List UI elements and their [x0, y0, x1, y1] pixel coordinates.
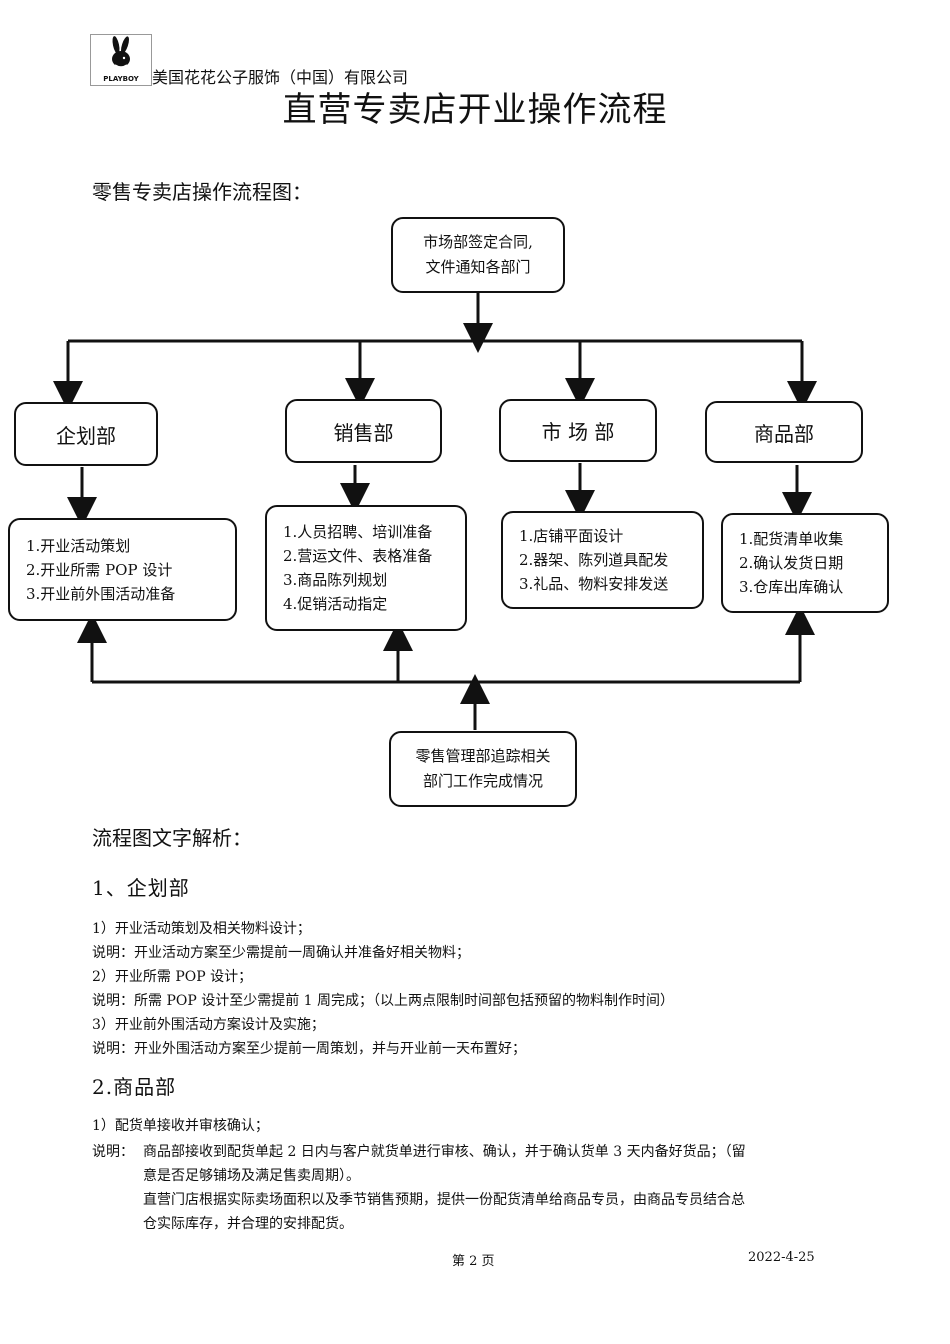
contract-node-line-1: 市场部签定合同,: [423, 233, 533, 251]
contract-node: 市场部签定合同, 文件通知各部门: [391, 217, 565, 293]
task-item: 2.器架、陈列道具配发: [519, 551, 669, 569]
tracking-node-line-1: 零售管理部追踪相关: [415, 747, 551, 765]
task-item: 2.确认发货日期: [739, 554, 844, 572]
analysis-heading: 流程图文字解析：: [92, 826, 252, 850]
task-item: 1.开业活动策划: [26, 536, 131, 555]
task-item: 1.人员招聘、培训准备: [283, 523, 433, 541]
market-tasks: 1.店铺平面设计 2.器架、陈列道具配发 3.礼品、物料安排发送: [501, 511, 704, 609]
dept-market: 市 场 部: [499, 399, 657, 462]
section1-line: 3）开业前外围活动方案设计及实施；: [92, 1017, 325, 1033]
section1-heading: 1、企划部: [92, 876, 190, 900]
dept-merchandise: 商品部: [705, 401, 863, 463]
company-name: 美国花花公子服饰（中国）有限公司: [152, 68, 409, 87]
merchandise-tasks: 1.配货清单收集 2.确认发货日期 3.仓库出库确认: [721, 513, 889, 613]
section2-item: 1）配货单接收并审核确认；: [92, 1118, 269, 1134]
section2-para-line: 意是否足够铺场及满足售卖周期）。: [143, 1168, 360, 1184]
task-item: 2.营运文件、表格准备: [283, 547, 433, 565]
task-item: 2.开业所需 POP 设计: [26, 560, 173, 579]
task-item: 3.商品陈列规划: [283, 571, 388, 589]
section2-para-line: 商品部接收到配货单起 2 日内与客户就货单进行审核、确认，并于确认货单 3 天内…: [143, 1144, 746, 1160]
task-item: 4.促销活动指定: [283, 595, 388, 613]
task-item: 3.仓库出库确认: [739, 578, 844, 596]
section1-line: 说明：开业活动方案至少需提前一周确认并准备好相关物料；: [92, 945, 470, 961]
section1-line: 1）开业活动策划及相关物料设计；: [92, 921, 311, 937]
footer-date: 2022-4-25: [748, 1250, 815, 1265]
task-item: 1.配货清单收集: [739, 530, 844, 548]
bunny-logo-icon: [112, 36, 130, 68]
company-logo: PLAYBOY: [90, 34, 152, 86]
dept-sales: 销售部: [285, 399, 442, 463]
retail-tracking-node: 零售管理部追踪相关 部门工作完成情况: [389, 731, 577, 807]
planning-tasks: 1.开业活动策划 2.开业所需 POP 设计 3.开业前外围活动准备: [8, 518, 237, 621]
logo-text: PLAYBOY: [103, 75, 139, 83]
section2-label: 说明：: [92, 1144, 134, 1160]
dept-planning: 企划部: [14, 402, 158, 466]
page-number: 第 2 页: [452, 1254, 495, 1269]
tracking-node-line-2: 部门工作完成情况: [422, 772, 543, 790]
task-item: 3.礼品、物料安排发送: [519, 575, 669, 593]
flow-heading: 零售专卖店操作流程图：: [92, 180, 312, 204]
task-item: 3.开业前外围活动准备: [26, 584, 176, 603]
contract-node-line-2: 文件通知各部门: [425, 258, 531, 276]
section1-line: 说明：所需 POP 设计至少需提前 1 周完成；（以上两点限制时间部包括预留的物…: [92, 993, 675, 1009]
section2-para-line: 直营门店根据实际卖场面积以及季节销售预期，提供一份配货清单给商品专员，由商品专员…: [143, 1192, 745, 1208]
section2-para: 商品部接收到配货单起 2 日内与客户就货单进行审核、确认，并于确认货单 3 天内…: [143, 1140, 873, 1236]
page-title: 直营专卖店开业操作流程: [282, 90, 668, 130]
section1-body: 1）开业活动策划及相关物料设计； 说明：开业活动方案至少需提前一周确认并准备好相…: [92, 917, 892, 1061]
flowchart-connectors: [53, 292, 817, 730]
section2-para-line: 仓实际库存，并合理的安排配货。: [143, 1216, 353, 1232]
section1-line: 2）开业所需 POP 设计；: [92, 969, 253, 985]
section1-line: 说明：开业外围活动方案至少提前一周策划，并与开业前一天布置好；: [92, 1041, 526, 1057]
section2-heading: 2.商品部: [92, 1075, 177, 1099]
task-item: 1.店铺平面设计: [519, 527, 624, 545]
sales-tasks: 1.人员招聘、培训准备 2.营运文件、表格准备 3.商品陈列规划 4.促销活动指…: [265, 505, 467, 631]
